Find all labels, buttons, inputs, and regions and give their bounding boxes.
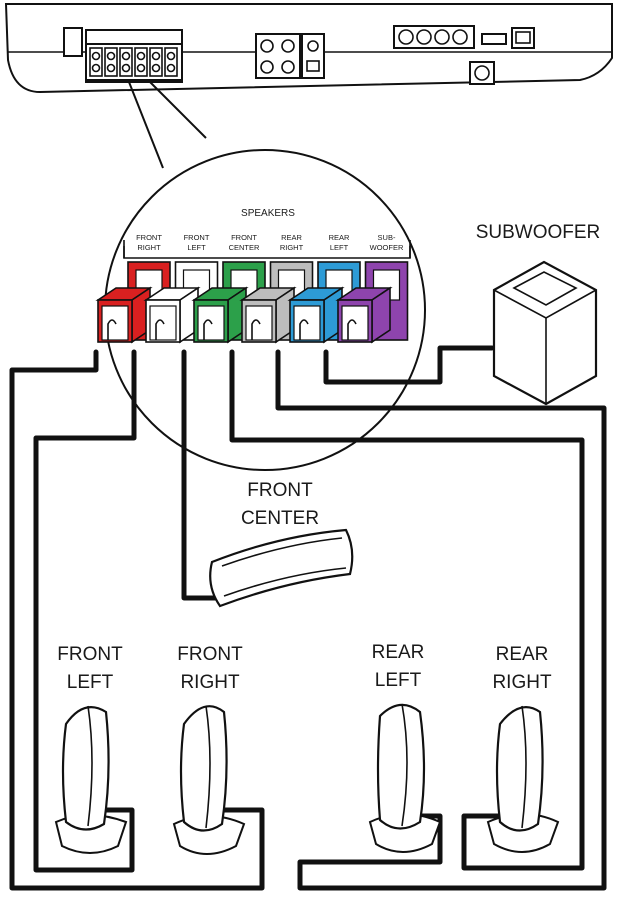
jack-label-rear-right-line1: REAR	[281, 233, 302, 242]
plug-subwoofer	[335, 286, 393, 344]
main-unit	[4, 3, 613, 94]
jack-label-front-left-line2: LEFT	[187, 243, 206, 252]
front-left-label-line2: LEFT	[67, 672, 114, 693]
jack-label-rear-left-line2: LEFT	[330, 243, 349, 252]
rear-right-label-line2: RIGHT	[492, 672, 552, 693]
subwoofer-label: SUBWOOFER	[476, 222, 601, 243]
plug-front-center	[191, 286, 249, 344]
subwoofer-speaker: SUBWOOFER	[476, 222, 601, 406]
front-right-label-line1: FRONT	[177, 644, 243, 665]
front-center-label-line1: FRONT	[247, 480, 313, 501]
front-right-speaker: FRONT RIGHT	[172, 644, 246, 855]
rear-left-label-line2: LEFT	[375, 670, 422, 691]
jack-label-front-center-line2: CENTER	[229, 243, 260, 252]
wire-rear-left	[275, 349, 607, 891]
jack-label-rear-right-line2: RIGHT	[280, 243, 304, 252]
plug-rear-right	[239, 286, 297, 344]
front-left-label-line1: FRONT	[57, 644, 123, 665]
wire-front-center	[181, 349, 223, 601]
av-connectors	[393, 25, 535, 85]
plug-front-left	[143, 286, 201, 344]
plug-rear-left	[287, 286, 345, 344]
jack-label-front-left-line1: FRONT	[184, 233, 210, 242]
rear-right-label-line1: REAR	[496, 644, 549, 665]
jack-label-subwoofer-line1: SUB-	[378, 233, 396, 242]
antenna-connectors	[255, 33, 325, 79]
rear-left-speaker: REAR LEFT	[368, 642, 442, 853]
jack-panel-heading: SPEAKERS	[241, 208, 295, 219]
front-right-label-line2: RIGHT	[180, 672, 240, 693]
plug-front-right	[95, 286, 153, 344]
rear-left-label-line1: REAR	[372, 642, 425, 663]
front-center-speaker: FRONT CENTER	[209, 480, 354, 608]
jack-label-rear-left-line1: REAR	[329, 233, 350, 242]
front-left-speaker: FRONT LEFT	[54, 644, 128, 854]
jack-label-subwoofer-line2: WOOFER	[370, 243, 404, 252]
wire-subwoofer	[323, 345, 495, 385]
speaker-jack-panel: SPEAKERS FRONTRIGHTFRONTLEFTFRONTCENTERR…	[95, 208, 411, 344]
speaker-terminal-block	[85, 29, 183, 83]
front-center-label-line2: CENTER	[241, 508, 319, 529]
jack-label-front-right-line2: RIGHT	[137, 243, 161, 252]
jack-label-front-right-line1: FRONT	[136, 233, 162, 242]
rear-right-speaker: REAR RIGHT	[486, 644, 560, 853]
jack-label-front-center-line1: FRONT	[231, 233, 257, 242]
